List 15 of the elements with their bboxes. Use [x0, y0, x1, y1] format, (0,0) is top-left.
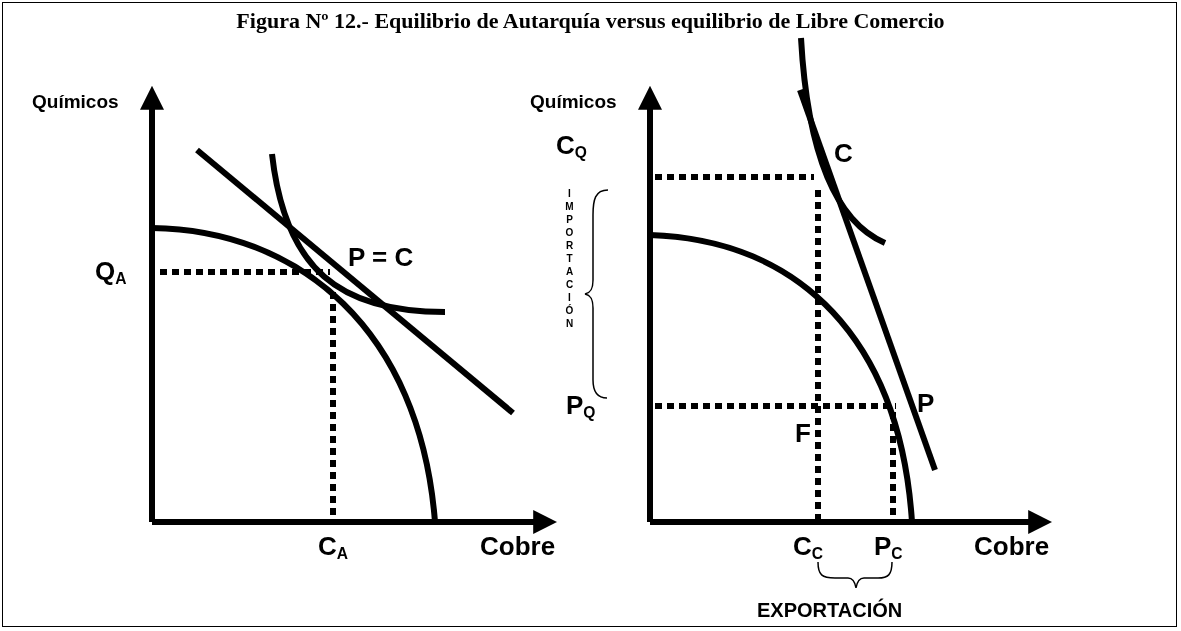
axis-tick-label: P$_{C}$	[874, 533, 903, 559]
point-label: C	[834, 140, 853, 166]
axis-label: Cobre	[480, 533, 556, 559]
vertical-label: IMPORTACIÓN	[564, 188, 574, 331]
axis-label: Químicos	[32, 92, 119, 111]
figure-title: Figura Nº 12.- Equilibrio de Autarquía versus equilibrio de Libre Comercio	[235, 8, 946, 34]
axis-label: Químicos	[530, 92, 617, 111]
axis-tick-label: C$_{A}$	[318, 533, 349, 559]
point-label: P = C	[348, 244, 414, 270]
point-label: F	[795, 420, 811, 446]
point-label: P	[917, 390, 935, 416]
axis-tick-label: Q$_{A}$	[95, 258, 127, 284]
brace-label: EXPORTACIÓN	[757, 600, 903, 620]
axis-label: Cobre	[974, 533, 1050, 559]
axis-tick-label: C$_{C}$	[793, 533, 824, 559]
